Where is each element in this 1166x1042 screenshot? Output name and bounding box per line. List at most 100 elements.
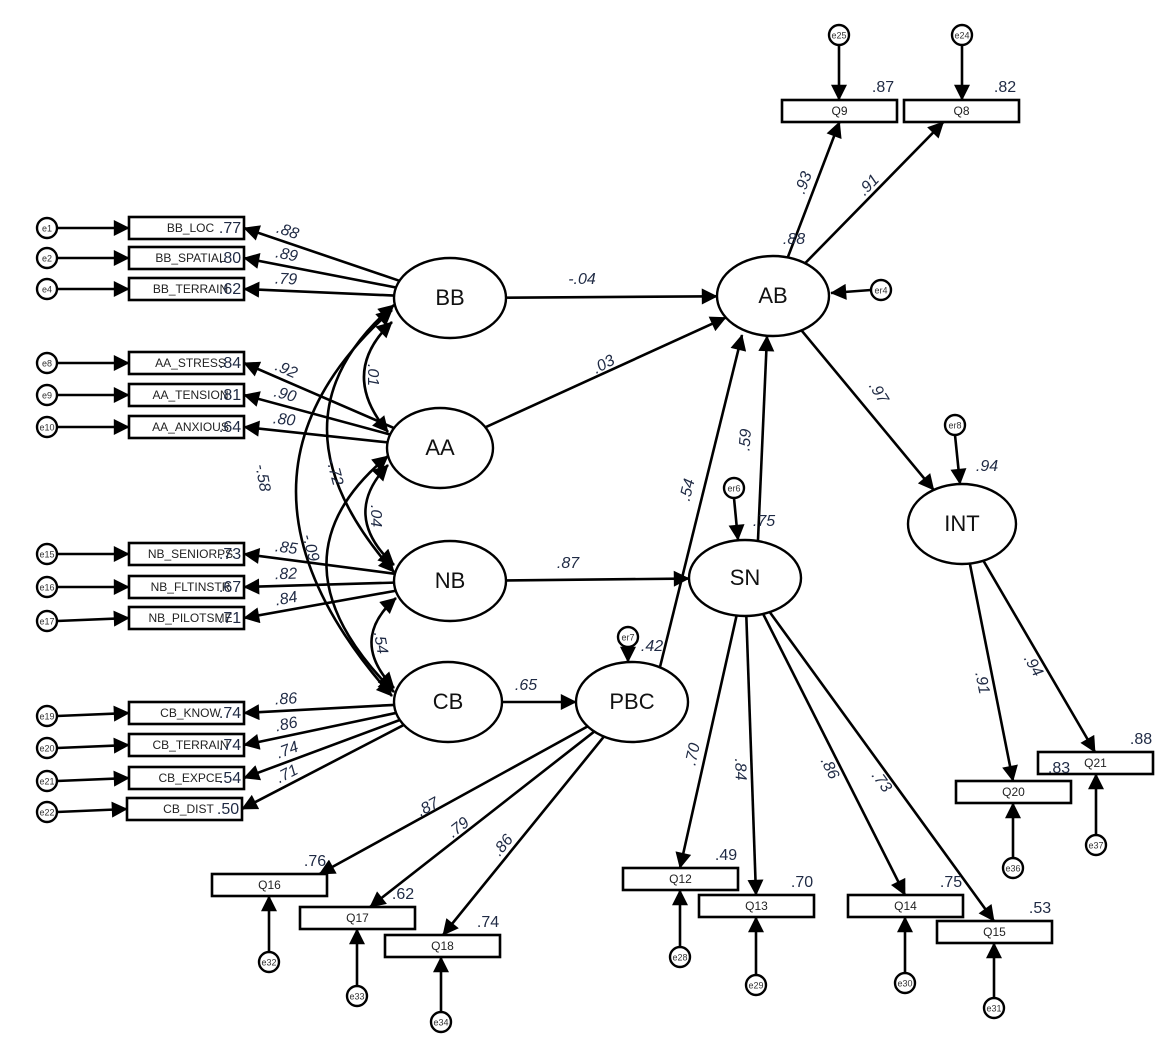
error-term-e15 xyxy=(35,542,59,566)
error-label-e21: e21 xyxy=(39,776,54,786)
error-label-e10: e10 xyxy=(39,422,54,432)
error-label-e36: e36 xyxy=(1005,863,1020,873)
indicator-box-cb-know xyxy=(127,700,246,726)
error-term-e37 xyxy=(1084,833,1108,857)
indicator-box-bb-terrain xyxy=(127,276,246,302)
loading-value-q20: .91 xyxy=(971,671,992,696)
error-term-e4 xyxy=(35,277,59,301)
path-coef-ab-int: .97 xyxy=(865,379,892,408)
loading-value-q14: .86 xyxy=(817,755,842,783)
loading-value-q8: .91 xyxy=(855,171,883,199)
loading-value-q17: .79 xyxy=(445,814,473,841)
edges-layer xyxy=(56,45,1104,1012)
loading-arrow-cb-dist xyxy=(241,723,405,811)
r2-value-q15: .53 xyxy=(1029,900,1051,917)
indicator-label-cb-dist: CB_DIST xyxy=(163,802,214,816)
error-arrow-e22 xyxy=(56,801,128,818)
disturbance-label-er6: er6 xyxy=(727,483,740,493)
latent-sn xyxy=(687,538,803,618)
path-coef-aa-ab: .03 xyxy=(590,352,618,378)
indicator-label-nb-fltinstr: NB_FLTINSTR xyxy=(151,580,231,594)
latent-cb xyxy=(392,660,504,744)
path-coef-cb-pbc: .65 xyxy=(515,677,537,694)
disturbance-arrow-er8 xyxy=(950,434,967,485)
error-term-e2 xyxy=(35,246,59,270)
error-term-e9 xyxy=(35,383,59,407)
latent-int xyxy=(906,482,1018,566)
disturbance-arrow-er4 xyxy=(830,283,872,300)
cov-coef-bb-nb: -.72 xyxy=(322,456,346,487)
latent-ab xyxy=(715,254,831,338)
loading-value-aa-anxious: .80 xyxy=(272,410,296,429)
r2-value-q21: .88 xyxy=(1130,731,1152,748)
loading-value-q12: .70 xyxy=(682,742,703,768)
disturbance-term-er8 xyxy=(943,413,967,437)
r2-value-nb-pilotsme: .71 xyxy=(219,610,241,627)
loading-arrow-nb-seniorps xyxy=(243,548,396,576)
loading-value-q9: .93 xyxy=(792,169,816,196)
disturbance-term-er7 xyxy=(616,625,640,649)
latent-label-bb: BB xyxy=(435,285,464,310)
loading-arrow-cb-expce xyxy=(243,718,401,781)
loading-value-q15: .73 xyxy=(868,768,895,796)
r2-value-q17: .62 xyxy=(392,886,414,903)
path-nb-to-sn xyxy=(505,570,690,587)
error-label-e28: e28 xyxy=(672,952,687,962)
loading-value-cb-terrain: .86 xyxy=(274,714,299,735)
indicator-label-bb-loc: BB_LOC xyxy=(167,221,215,235)
error-term-e19 xyxy=(35,704,59,728)
loading-value-aa-tension: .90 xyxy=(272,384,298,406)
loading-value-bb-terrain: .79 xyxy=(275,271,298,289)
loading-arrow-q15 xyxy=(768,611,996,922)
error-label-e2: e2 xyxy=(42,253,52,263)
r2-value-bb-loc: .77 xyxy=(219,220,241,237)
error-label-e30: e30 xyxy=(897,978,912,988)
indicator-box-q12 xyxy=(621,866,740,892)
latent-r2-sn: .75 xyxy=(753,513,775,530)
r2-value-q8: .82 xyxy=(994,79,1016,96)
error-label-e17: e17 xyxy=(39,616,54,626)
latent-pbc xyxy=(574,660,690,744)
indicator-label-q12: Q12 xyxy=(669,872,692,886)
error-label-e9: e9 xyxy=(42,390,52,400)
r2-value-q16: .76 xyxy=(304,853,326,870)
covariance-aa-cb xyxy=(325,454,395,693)
indicator-box-q21 xyxy=(1036,750,1155,776)
error-label-e33: e33 xyxy=(349,991,364,1001)
loading-arrow-q9 xyxy=(786,121,842,258)
loading-value-q18: .86 xyxy=(490,831,517,859)
indicator-box-q16 xyxy=(210,872,329,898)
loading-arrow-q13 xyxy=(745,615,764,896)
indicator-label-aa-anxious: AA_ANXIOUS xyxy=(152,420,229,434)
loading-arrow-cb-terrain xyxy=(243,711,397,750)
path-coef-nb-sn: .87 xyxy=(557,555,580,572)
loading-arrow-cb-know xyxy=(243,703,395,721)
loading-value-bb-spatial: .89 xyxy=(274,245,299,266)
latent-label-pbc: PBC xyxy=(609,689,654,714)
disturbance-term-er6 xyxy=(722,476,746,500)
error-term-e8 xyxy=(35,351,59,375)
loading-arrow-q16 xyxy=(318,725,589,876)
loading-arrow-q20 xyxy=(968,563,1018,782)
r2-value-q14: .75 xyxy=(940,874,962,891)
error-term-e17 xyxy=(35,609,59,633)
indicator-box-cb-expce xyxy=(127,765,246,791)
loading-arrow-bb-loc xyxy=(243,225,400,283)
latent-label-sn: SN xyxy=(730,565,761,590)
indicator-label-q17: Q17 xyxy=(346,911,369,925)
error-label-e24: e24 xyxy=(954,30,969,40)
loading-arrow-q17 xyxy=(369,730,596,909)
loading-arrow-bb-spatial xyxy=(243,253,397,289)
error-label-e22: e22 xyxy=(39,807,54,817)
error-term-e24 xyxy=(950,23,974,47)
covariance-bb-cb xyxy=(294,309,393,697)
r2-value-q12: .49 xyxy=(715,847,737,864)
labels-layer: BBAANBCBABSNPBCINTBB_LOC.88.77e1BB_SPATI… xyxy=(39,30,1152,1027)
error-label-e15: e15 xyxy=(39,549,54,559)
r2-value-bb-terrain: .62 xyxy=(219,281,241,298)
latent-label-ab: AB xyxy=(758,283,787,308)
r2-value-q18: .74 xyxy=(477,914,499,931)
disturbance-term-er4 xyxy=(869,278,893,302)
indicator-label-aa-stress: AA_STRESS xyxy=(155,356,226,370)
